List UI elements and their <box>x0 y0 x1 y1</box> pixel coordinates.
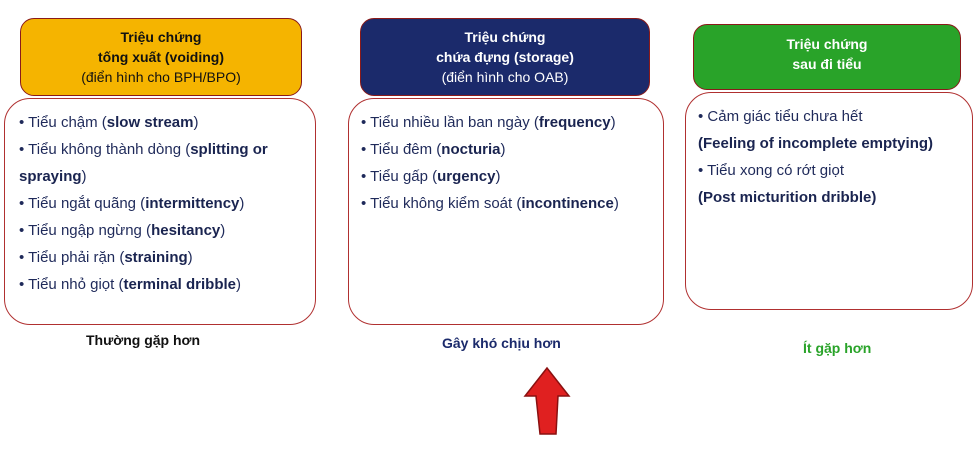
list-item: • Tiểu không kiểm soát (incontinence) <box>361 195 619 212</box>
list-item: (Feeling of incomplete emptying) <box>698 135 934 152</box>
list-item: • Tiểu phải rặn (straining) <box>19 249 193 266</box>
symptom-box-storage: • Tiểu nhiều lần ban ngày (frequency) • … <box>348 98 664 325</box>
symptom-box-post-micturition: • Cảm giác tiểu chưa hết (Feeling of inc… <box>685 92 973 310</box>
caption-storage: Gây khó chịu hơn <box>442 335 561 351</box>
header-storage-title: Triệu chứng <box>464 29 546 45</box>
header-voiding-title2: tống xuất (voiding) <box>98 49 224 65</box>
list-item: • Cảm giác tiểu chưa hết <box>698 108 863 125</box>
list-item: • Tiểu nhỏ giọt (terminal dribble) <box>19 276 242 293</box>
list-item: • Tiểu ngắt quãng (intermittency) <box>19 195 245 212</box>
symptom-box-voiding: • Tiểu chậm (slow stream) • Tiểu không t… <box>4 98 316 325</box>
header-voiding-subtitle: (điển hình cho BPH/BPO) <box>81 69 241 85</box>
list-item: • Tiểu ngập ngừng (hesitancy) <box>19 222 226 239</box>
caption-post-micturition: Ít gặp hơn <box>803 340 872 356</box>
list-item: • Tiểu nhiều lần ban ngày (frequency) <box>361 114 616 131</box>
header-post-title2: sau đi tiểu <box>792 56 862 72</box>
list-item: • Tiểu chậm (slow stream) <box>19 114 199 131</box>
header-storage: Triệu chứng chứa đựng (storage) (điển hì… <box>360 18 650 96</box>
header-post-micturition: Triệu chứng sau đi tiểu <box>693 24 961 90</box>
up-arrow-icon <box>523 366 571 435</box>
header-storage-title2: chứa đựng (storage) <box>436 49 574 65</box>
list-item: (Post micturition dribble) <box>698 189 877 206</box>
header-voiding-title: Triệu chứng <box>120 29 202 45</box>
list-item: • Tiểu đêm (nocturia) <box>361 141 506 158</box>
header-storage-subtitle: (điển hình cho OAB) <box>441 69 569 85</box>
header-post-title: Triệu chứng <box>786 36 868 52</box>
list-item: • Tiểu gấp (urgency) <box>361 168 501 185</box>
header-voiding: Triệu chứng tống xuất (voiding) (điển hì… <box>20 18 302 96</box>
list-item: • Tiểu xong có rớt giọt <box>698 162 844 179</box>
caption-voiding: Thường gặp hơn <box>86 332 201 348</box>
list-item: • Tiểu không thành dòng (splitting or sp… <box>19 141 268 185</box>
